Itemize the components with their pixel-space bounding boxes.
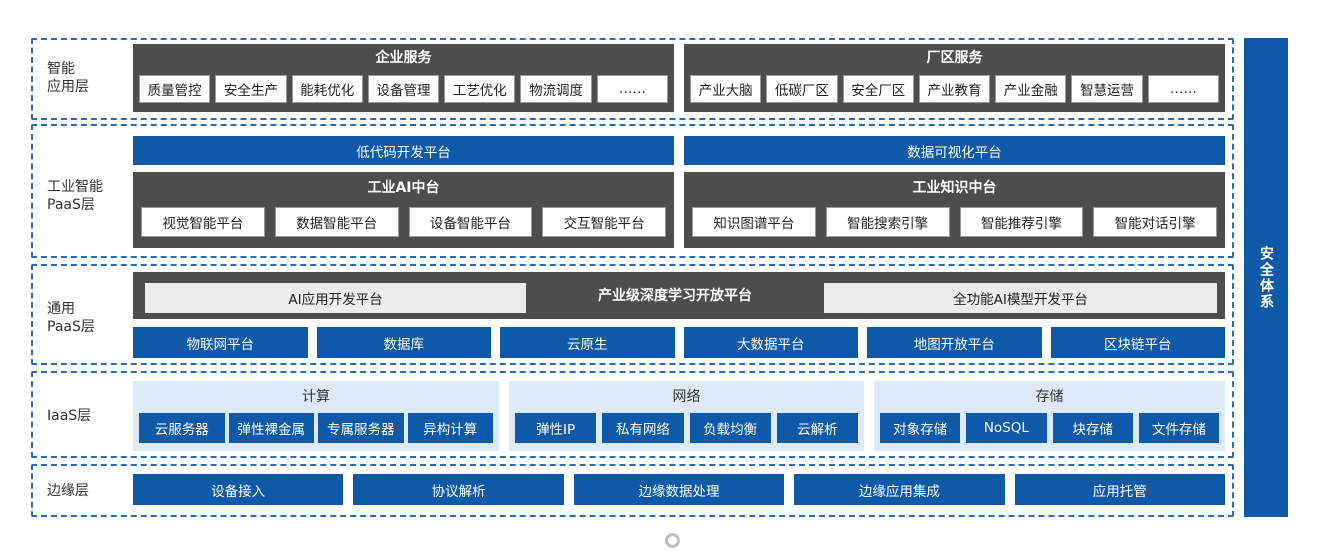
storage-item: 文件存储 bbox=[1138, 413, 1219, 443]
industrial-ai-center-title: 工业AI中台 bbox=[367, 180, 440, 196]
knowledge-center-item: 智能搜索引擎 bbox=[825, 207, 950, 237]
park-service-item: 产业大脑 bbox=[690, 75, 762, 103]
layer-intelligent-app: 智能 应用层 企业服务 质量管控安全生产能耗优化设备管理工艺优化物流调度…… 厂… bbox=[31, 38, 1234, 120]
knowledge-center-item: 智能推荐引擎 bbox=[959, 207, 1084, 237]
layer-label-app: 智能 应用层 bbox=[47, 61, 89, 95]
compute-group-title: 计算 bbox=[302, 389, 330, 405]
park-services-title: 厂区服务 bbox=[926, 50, 983, 66]
dataviz-platform: 数据可视化平台 bbox=[684, 136, 1225, 165]
general-paas-item: 大数据平台 bbox=[683, 327, 858, 358]
layer-general-paas: 通用 PaaS层 AI应用开发平台 产业级深度学习开放平台 全功能AI模型开发平… bbox=[31, 264, 1234, 365]
lowcode-platform: 低代码开发平台 bbox=[133, 136, 674, 165]
general-paas-item: 物联网平台 bbox=[133, 327, 308, 358]
edge-item: 应用托管 bbox=[1014, 474, 1225, 505]
compute-item: 异构计算 bbox=[407, 413, 493, 443]
refresh-icon[interactable] bbox=[665, 533, 680, 548]
storage-item: 块存储 bbox=[1052, 413, 1133, 443]
ai-app-dev-platform: AI应用开发平台 bbox=[145, 283, 526, 313]
compute-item: 专属服务器 bbox=[318, 413, 404, 443]
general-paas-item: 云原生 bbox=[500, 327, 675, 358]
general-paas-item: 地图开放平台 bbox=[867, 327, 1042, 358]
general-paas-item: 区块链平台 bbox=[1050, 327, 1225, 358]
knowledge-center-title: 工业知识中台 bbox=[912, 180, 997, 196]
enterprise-service-item: …… bbox=[596, 75, 668, 103]
edge-item: 协议解析 bbox=[353, 474, 564, 505]
park-service-item: …… bbox=[1147, 75, 1219, 103]
network-item: 负载均衡 bbox=[689, 413, 771, 443]
park-service-item: 低碳厂区 bbox=[766, 75, 838, 103]
storage-item: NoSQL bbox=[966, 413, 1047, 443]
network-group-title: 网络 bbox=[672, 389, 701, 405]
layer-label-edge: 边缘层 bbox=[47, 483, 89, 499]
enterprise-service-item: 工艺优化 bbox=[444, 75, 516, 103]
edge-item: 边缘数据处理 bbox=[573, 474, 785, 505]
edge-item: 边缘应用集成 bbox=[794, 474, 1005, 505]
enterprise-service-item: 能耗优化 bbox=[291, 75, 363, 103]
network-item: 云解析 bbox=[776, 413, 858, 443]
park-service-item: 安全厂区 bbox=[842, 75, 914, 103]
full-ai-model-dev-platform: 全功能AI模型开发平台 bbox=[824, 283, 1217, 313]
enterprise-service-item: 安全生产 bbox=[215, 75, 287, 103]
compute-item: 云服务器 bbox=[139, 413, 225, 443]
security-system-label: 安全体系 bbox=[1258, 245, 1274, 310]
enterprise-services-title: 企业服务 bbox=[375, 50, 432, 66]
ai-center-item: 数据智能平台 bbox=[274, 207, 399, 237]
layer-industrial-paas: 工业智能 PaaS层 低代码开发平台 数据可视化平台 工业AI中台 视觉智能平台… bbox=[31, 124, 1234, 258]
compute-item: 弹性裸金属 bbox=[228, 413, 314, 443]
layer-edge: 边缘层 设备接入协议解析边缘数据处理边缘应用集成应用托管 bbox=[31, 464, 1234, 517]
security-system: 安全体系 bbox=[1244, 38, 1288, 517]
ai-center-item: 设备智能平台 bbox=[408, 207, 533, 237]
ai-center-item: 交互智能平台 bbox=[542, 207, 666, 237]
storage-item: 对象存储 bbox=[880, 413, 961, 443]
park-service-item: 产业教育 bbox=[918, 75, 991, 103]
layer-label-industrial-paas: 工业智能 PaaS层 bbox=[47, 179, 103, 213]
layer-label-general-paas: 通用 PaaS层 bbox=[47, 301, 95, 335]
ai-center-item: 视觉智能平台 bbox=[141, 207, 265, 237]
enterprise-service-item: 质量管控 bbox=[139, 75, 211, 103]
network-item: 弹性IP bbox=[515, 413, 597, 443]
enterprise-service-item: 物流调度 bbox=[520, 75, 592, 103]
edge-item: 设备接入 bbox=[133, 474, 344, 505]
layer-label-iaas: IaaS层 bbox=[47, 408, 92, 424]
knowledge-center-item: 智能对话引擎 bbox=[1093, 207, 1217, 237]
deep-learning-platform-title: 产业级深度学习开放平台 bbox=[598, 288, 752, 304]
knowledge-center-item: 知识图谱平台 bbox=[692, 207, 816, 237]
park-service-item: 智慧运营 bbox=[1071, 75, 1143, 103]
general-paas-item: 数据库 bbox=[316, 327, 491, 358]
storage-group-title: 存储 bbox=[1035, 389, 1064, 405]
enterprise-service-item: 设备管理 bbox=[367, 75, 440, 103]
park-service-item: 产业金融 bbox=[995, 75, 1067, 103]
network-item: 私有网络 bbox=[602, 413, 684, 443]
